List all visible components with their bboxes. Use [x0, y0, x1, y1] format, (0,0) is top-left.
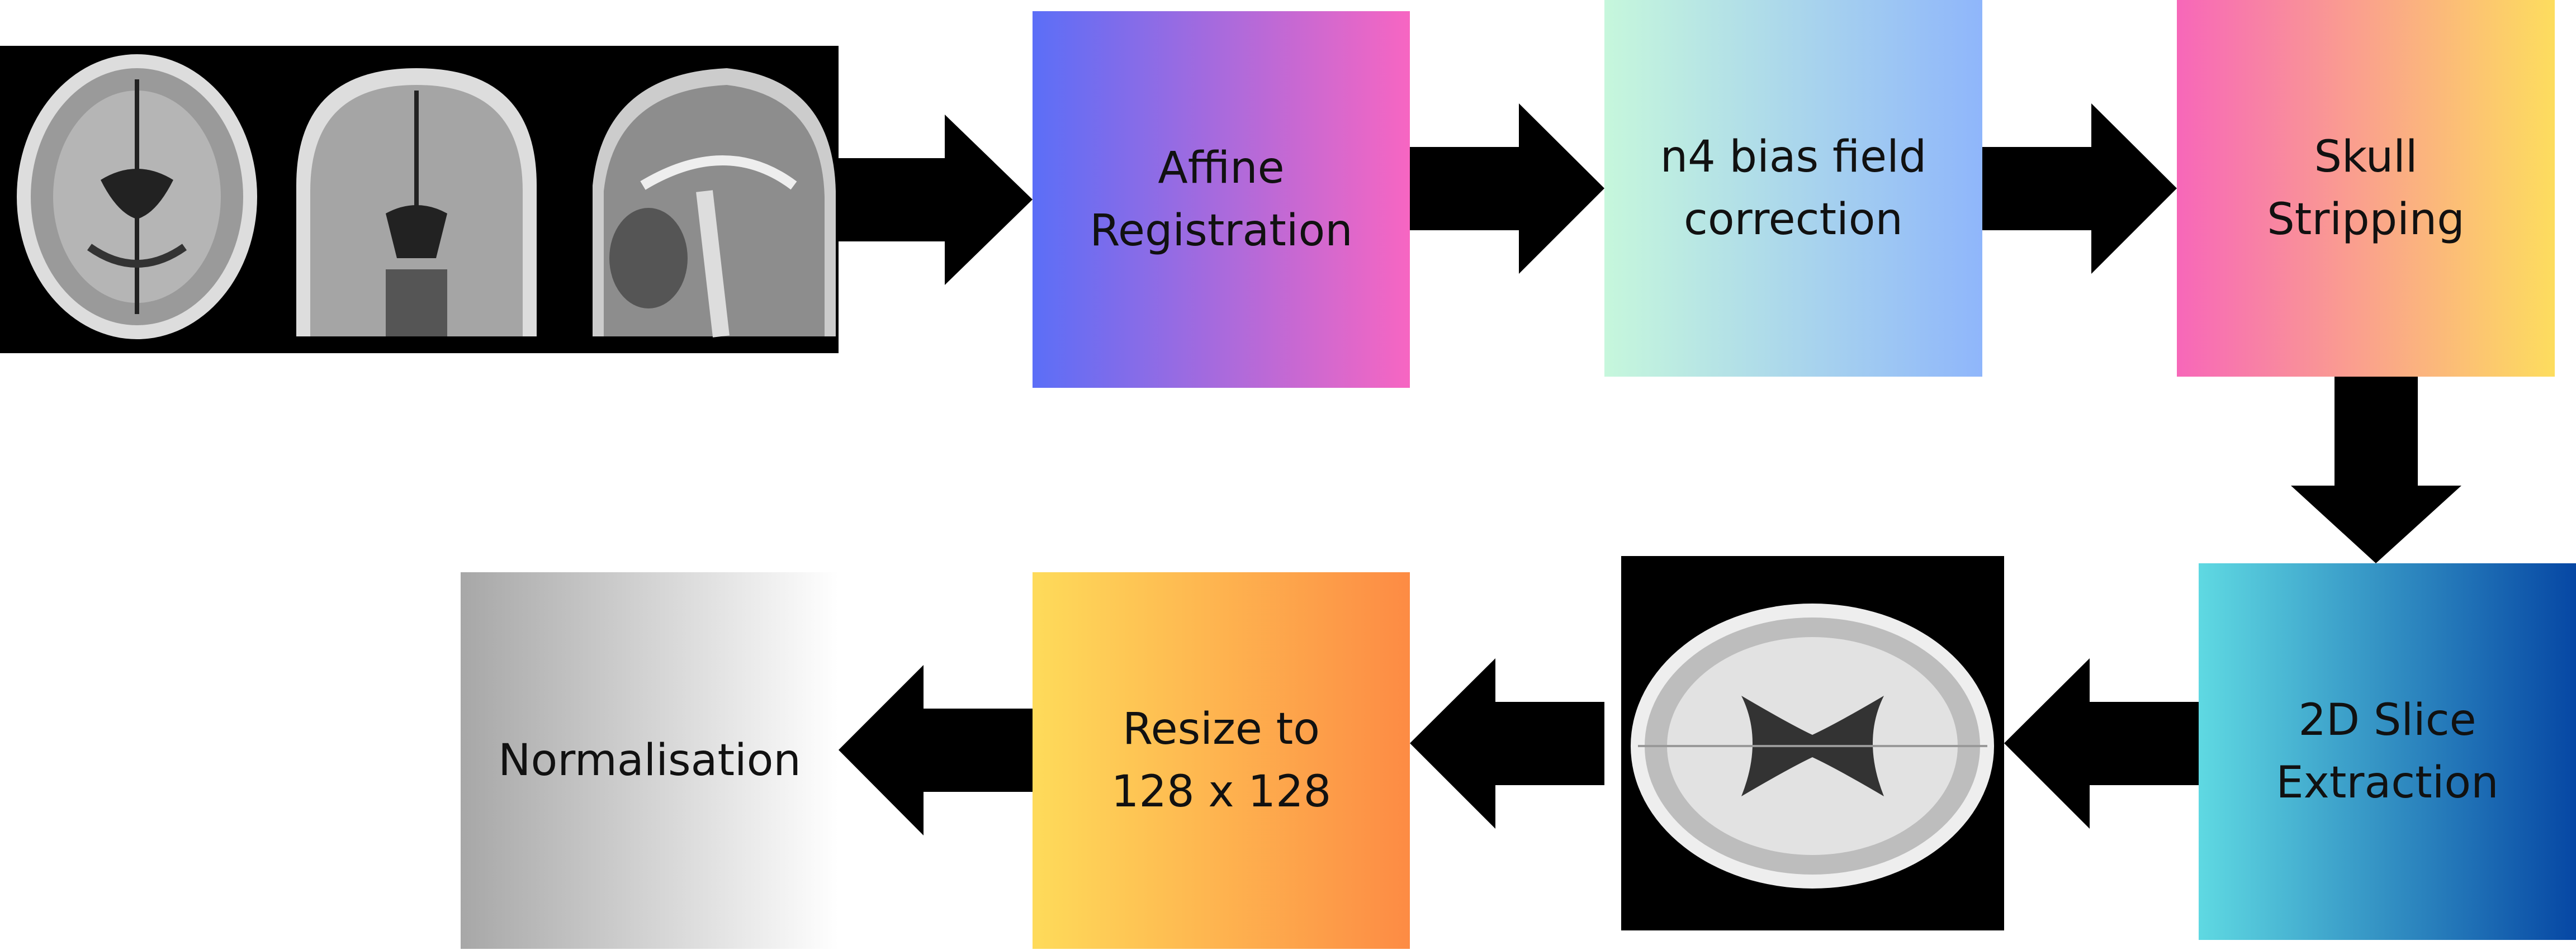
sagittal-view — [593, 68, 836, 338]
step-label: 2D Slice Extraction — [2276, 695, 2499, 808]
arrow-left-icon — [1410, 658, 1604, 829]
step-label: Resize to 128 x 128 — [1111, 704, 1332, 817]
axial-slice-image — [1621, 556, 2004, 930]
step-skull-stripping: Skull Stripping — [2177, 0, 2555, 377]
axial-view — [17, 54, 257, 339]
step-label: n4 bias field correction — [1660, 132, 1927, 245]
step-2d-slice-extraction: 2D Slice Extraction — [2199, 563, 2576, 940]
arrow-left-icon — [839, 665, 1033, 835]
brain-mri-views-icon — [0, 46, 839, 353]
arrow-down-icon — [2291, 377, 2461, 563]
step-label: Normalisation — [498, 735, 801, 786]
arrow-left-icon — [2004, 658, 2199, 829]
step-label: Skull Stripping — [2267, 132, 2465, 245]
brain-axial-slice-icon — [1621, 556, 2004, 930]
input-mri-image — [0, 46, 839, 353]
arrow-right-icon — [1410, 103, 1604, 274]
arrow-right-icon — [1982, 103, 2177, 274]
arrow-right-icon — [839, 115, 1033, 285]
step-affine-registration: Affine Registration — [1033, 11, 1410, 388]
coronal-view — [296, 68, 537, 336]
step-resize: Resize to 128 x 128 — [1033, 572, 1410, 949]
step-normalisation: Normalisation — [461, 572, 839, 949]
step-n4-bias-correction: n4 bias field correction — [1604, 0, 1982, 377]
step-label: Affine Registration — [1090, 143, 1353, 256]
